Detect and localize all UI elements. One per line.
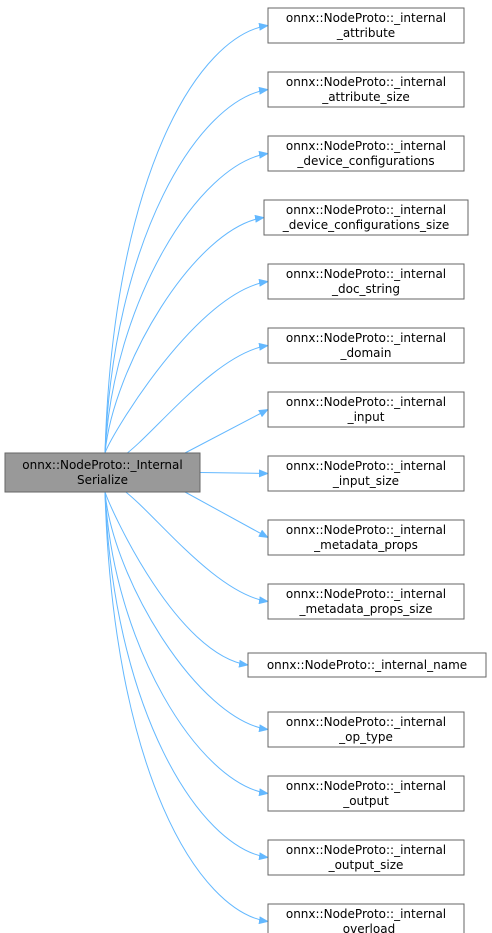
root-node-label-line-2: Serialize [77,473,128,487]
callee-node-attribute[interactable]: onnx::NodeProto::_internal_attribute [267,7,465,44]
callee-node-output-size[interactable]: onnx::NodeProto::_internal_output_size [267,839,465,876]
callee-node-metadata-props-size[interactable]: onnx::NodeProto::_internal_metadata_prop… [267,583,465,620]
callee-node-output-label-line-2: _output [342,794,389,808]
edge-to-doc-string [104,278,269,454]
edge-to-output-size [104,491,269,861]
callee-node-onnx-nodeproto-internal-name-box [247,652,487,678]
callee-node-input-size-label-line-2: _input_size [332,474,399,488]
edge-to-onnx-nodeproto-internal-name [104,491,249,668]
callee-node-overload-label-line-1: onnx::NodeProto::_internal [286,907,446,921]
callee-node-output-size-label-line-2: _output_size [328,858,404,872]
callee-node-device-configurations[interactable]: onnx::NodeProto::_internal_device_config… [267,135,465,172]
callee-node-doc-string-label-line-1: onnx::NodeProto::_internal [286,267,446,281]
callee-node-metadata-props-size-box [267,583,465,620]
edge-to-metadata-props [184,491,269,538]
edge-to-input-size [199,469,269,478]
callee-node-output-size-label-line-1: onnx::NodeProto::_internal [286,843,446,857]
callee-node-metadata-props-box [267,519,465,556]
callee-node-onnx-nodeproto-internal-name[interactable]: onnx::NodeProto::_internal_name [247,652,487,678]
callee-node-onnx-nodeproto-internal-name-label-line-1: onnx::NodeProto::_internal_name [267,658,467,672]
edge-to-input [184,409,269,454]
callee-node-domain-label-line-2: _domain [340,346,392,360]
root-node-box [4,452,201,493]
callee-node-metadata-props-size-label-line-1: onnx::NodeProto::_internal [286,587,446,601]
callee-nodes: onnx::NodeProto::_internal_attributeonnx… [247,7,487,933]
callee-node-overload-label-line-2: _overload [336,922,395,933]
callee-node-output-box [267,775,465,812]
callee-node-output[interactable]: onnx::NodeProto::_internal_output [267,775,465,812]
callee-node-attribute-size-label-line-2: _attribute_size [321,90,410,104]
callee-node-doc-string[interactable]: onnx::NodeProto::_internal_doc_string [267,263,465,300]
callee-node-attribute-box [267,7,465,44]
edge-to-domain [104,342,269,462]
callee-node-attribute-size-label-line-1: onnx::NodeProto::_internal [286,75,446,89]
callee-node-input-size-label-line-1: onnx::NodeProto::_internal [286,459,446,473]
edge-to-attribute-size [104,86,269,454]
callee-node-domain-label-line-1: onnx::NodeProto::_internal [286,331,446,345]
edge-to-device-configurations [104,150,269,454]
callee-node-attribute-label-line-1: onnx::NodeProto::_internal [286,11,446,25]
callee-node-input-box [267,391,465,428]
callee-node-op-type-label-line-2: _op_type [338,730,393,744]
callee-node-attribute-size-box [267,71,465,108]
callee-node-input-size-box [267,455,465,492]
callee-node-overload-box [267,903,465,933]
callee-node-device-configurations-size-box [263,199,469,236]
callee-node-attribute-label-line-2: _attribute [336,26,395,40]
callee-node-metadata-props-size-label-line-2: _metadata_props_size [299,602,433,616]
callee-node-doc-string-box [267,263,465,300]
callee-node-input-label-line-2: _input [347,410,385,424]
edge-to-output [104,491,269,797]
callee-node-output-label-line-1: onnx::NodeProto::_internal [286,779,446,793]
callee-node-op-type-label-line-1: onnx::NodeProto::_internal [286,715,446,729]
callee-node-device-configurations-size-label-line-1: onnx::NodeProto::_internal [286,203,446,217]
callee-node-op-type[interactable]: onnx::NodeProto::_internal_op_type [267,711,465,748]
callee-node-input-size[interactable]: onnx::NodeProto::_internal_input_size [267,455,465,492]
edge-to-op-type [104,491,269,733]
callee-node-device-configurations-label-line-2: _device_configurations [296,154,434,168]
callee-node-domain-box [267,327,465,364]
callee-node-device-configurations-box [267,135,465,172]
callee-node-input-label-line-1: onnx::NodeProto::_internal [286,395,446,409]
callee-node-output-size-box [267,839,465,876]
callee-node-device-configurations-label-line-1: onnx::NodeProto::_internal [286,139,446,153]
callee-node-device-configurations-size-label-line-2: _device_configurations_size [282,218,450,232]
edge-to-overload [104,491,269,925]
callee-node-metadata-props[interactable]: onnx::NodeProto::_internal_metadata_prop… [267,519,465,556]
callee-node-op-type-box [267,711,465,748]
callee-node-domain[interactable]: onnx::NodeProto::_internal_domain [267,327,465,364]
callee-node-device-configurations-size[interactable]: onnx::NodeProto::_internal_device_config… [263,199,469,236]
callee-node-metadata-props-label-line-2: _metadata_props [313,538,418,552]
root-node-label-line-1: onnx::NodeProto::_Internal [22,458,182,472]
callee-node-input[interactable]: onnx::NodeProto::_internal_input [267,391,465,428]
callee-node-overload[interactable]: onnx::NodeProto::_internal_overload [267,903,465,933]
callee-node-doc-string-label-line-2: _doc_string [331,282,400,296]
edge-to-device-configurations-size [104,214,265,454]
callee-node-attribute-size[interactable]: onnx::NodeProto::_internal_attribute_siz… [267,71,465,108]
edge-to-attribute [104,22,269,454]
callee-node-metadata-props-label-line-1: onnx::NodeProto::_internal [286,523,446,537]
